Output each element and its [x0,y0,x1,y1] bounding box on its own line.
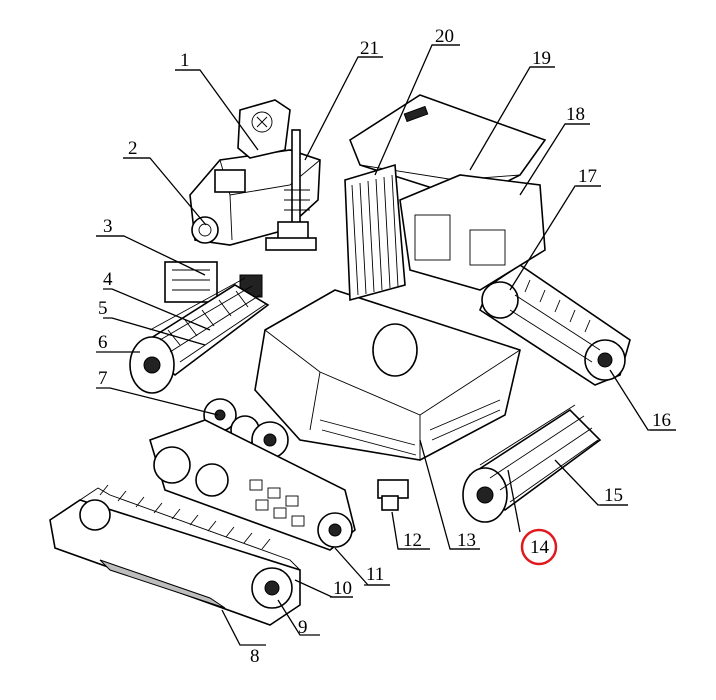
callout-5: 5 [98,298,108,319]
impeller-shaft [265,129,317,251]
callout-labels: 1 2 3 4 5 6 7 8 9 10 11 12 13 14 15 16 1… [98,26,671,667]
callout-12: 12 [403,530,422,551]
callout-21: 21 [360,38,379,59]
side-plate [149,419,356,551]
pump-motor-unit [189,99,321,246]
label-underlines [96,44,676,598]
axle-part [377,479,409,511]
callout-6: 6 [98,332,108,353]
right-track-assembly [479,264,631,386]
filter-cartridge [344,105,429,302]
callout-18: 18 [566,104,585,125]
callout-10: 10 [333,578,352,599]
left-track-assembly [49,484,301,626]
callout-17: 17 [578,166,597,187]
callout-3: 3 [103,216,113,237]
callout-11: 11 [366,564,384,585]
callout-14: 14 [530,537,550,558]
callout-2: 2 [128,138,138,159]
callout-16: 16 [652,410,671,431]
callout-9: 9 [298,617,308,638]
callout-19: 19 [532,48,551,69]
callout-15: 15 [604,485,623,506]
callout-20: 20 [435,26,454,47]
main-body-housing [254,289,521,461]
callout-1: 1 [180,50,190,71]
callout-4: 4 [103,269,113,290]
rear-brush-roller [462,404,602,523]
callout-7: 7 [98,368,108,389]
front-brush-roller [129,277,270,394]
callout-8: 8 [250,646,260,667]
highlight-circle [520,528,558,566]
callout-13: 13 [457,530,476,551]
parts-drawing [49,94,631,626]
